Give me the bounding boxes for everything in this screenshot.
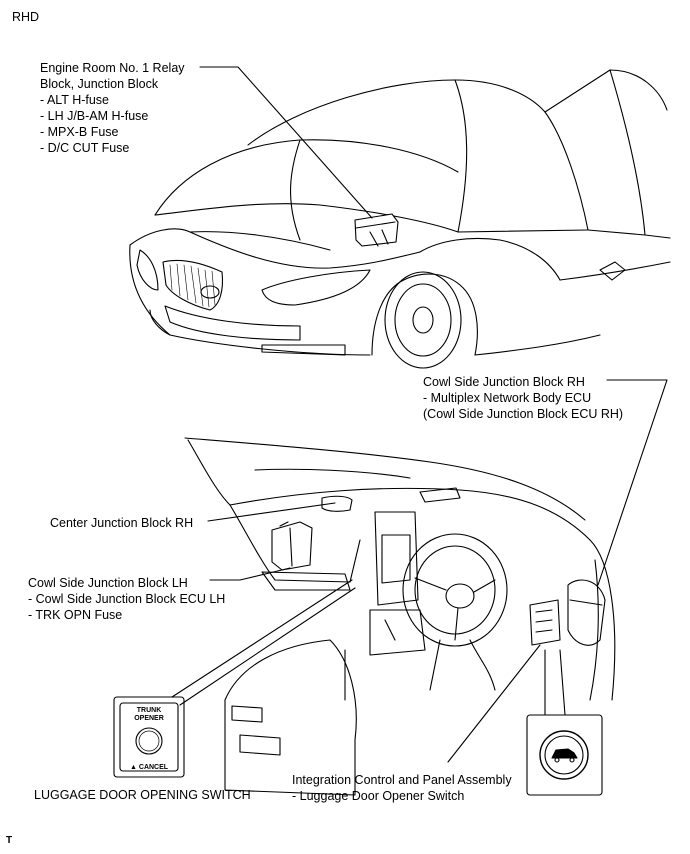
opener-text: OPENER xyxy=(134,715,164,722)
switch-leader-lower xyxy=(179,587,356,706)
cowl-rh-label: Cowl Side Junction Block RH - Multiplex … xyxy=(423,374,623,422)
engine-room-leader xyxy=(199,66,373,219)
car-illustration xyxy=(129,69,671,369)
center-jb-label: Center Junction Block RH xyxy=(50,516,194,530)
cowl-lh-item-1: - Cowl Side Junction Block ECU LH xyxy=(28,592,226,606)
cowl-rh-item-1: - Multiplex Network Body ECU xyxy=(423,391,592,405)
cowl-rh-item-2: (Cowl Side Junction Block ECU RH) xyxy=(423,407,624,421)
cowl-lh-title: Cowl Side Junction Block LH xyxy=(28,576,188,590)
trunk-opener-switch-inset xyxy=(113,696,185,778)
engine-room-title-1: Engine Room No. 1 Relay xyxy=(40,61,185,75)
integration-item-1: - Luggage Door Opener Switch xyxy=(292,789,465,803)
footer-mark: T xyxy=(6,835,13,846)
cancel-symbol-icon: ▲ xyxy=(130,764,137,771)
engine-room-label: Engine Room No. 1 Relay Block, Junction … xyxy=(40,60,185,156)
engine-room-item-3: - MPX-B Fuse xyxy=(40,125,119,139)
engine-room-title-2: Block, Junction Block xyxy=(40,77,159,91)
engine-room-item-1: - ALT H-fuse xyxy=(40,93,110,107)
engine-room-item-4: - D/C CUT Fuse xyxy=(40,141,130,155)
region-label: RHD xyxy=(12,10,40,24)
integration-title: Integration Control and Panel Assembly xyxy=(292,773,512,787)
interior-illustration xyxy=(184,437,616,796)
cancel-label: CANCEL xyxy=(138,764,169,771)
car-icon xyxy=(551,748,578,759)
trunk-text: TRUNK xyxy=(136,707,162,714)
inset-leader-right xyxy=(559,649,566,716)
center-jb-leader xyxy=(207,502,336,522)
switch-leader-upper xyxy=(171,579,353,698)
cowl-rh-leader xyxy=(597,379,668,586)
integration-leader xyxy=(447,644,541,763)
luggage-door-opener-switch-inset xyxy=(526,714,603,796)
cowl-rh-title: Cowl Side Junction Block RH xyxy=(423,375,585,389)
cowl-lh-item-2: - TRK OPN Fuse xyxy=(28,608,123,622)
trunk-opener-text: TRUNK OPENER xyxy=(127,707,171,723)
luggage-switch-label: LUGGAGE DOOR OPENING SWITCH xyxy=(34,788,251,802)
integration-label: Integration Control and Panel Assembly -… xyxy=(292,772,512,804)
engine-room-item-2: - LH J/B-AM H-fuse xyxy=(40,109,149,123)
cancel-text: ▲ CANCEL xyxy=(130,764,168,772)
cowl-lh-label: Cowl Side Junction Block LH - Cowl Side … xyxy=(28,575,225,623)
cowl-lh-leader xyxy=(209,567,291,581)
